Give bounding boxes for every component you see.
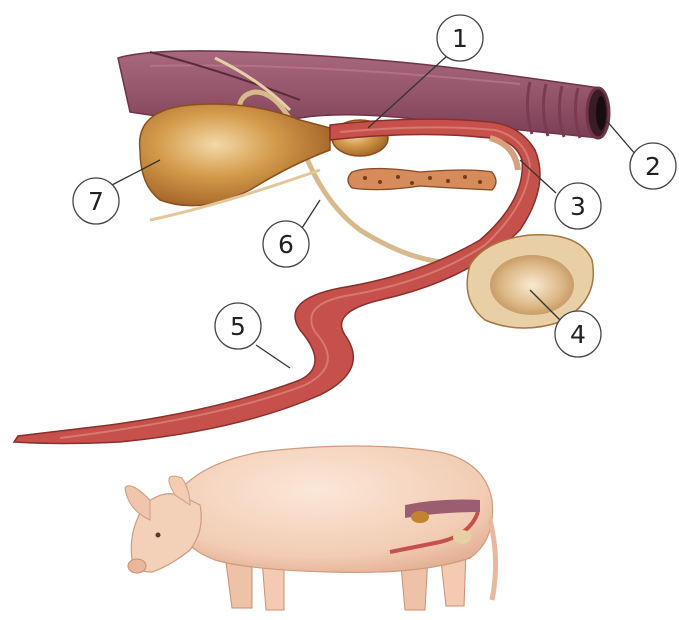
label-3-text: 3 [570,192,586,221]
pig-illustration [125,446,496,610]
label-2: 2 [630,143,676,189]
label-2-text: 2 [645,152,661,181]
pelvic-bone-section [348,169,496,191]
label-6-text: 6 [278,230,294,259]
label-5-text: 5 [230,312,246,341]
label-5: 5 [215,303,261,349]
seminal-vesicle [140,104,330,220]
label-7-text: 7 [88,187,104,216]
label-6: 6 [263,221,309,267]
label-3: 3 [555,183,601,229]
pig-eye [156,533,161,538]
label-4-text: 4 [570,320,586,349]
label-4: 4 [555,311,601,357]
label-1-text: 1 [452,24,468,53]
label-7: 7 [73,178,119,224]
label-1: 1 [437,15,483,61]
